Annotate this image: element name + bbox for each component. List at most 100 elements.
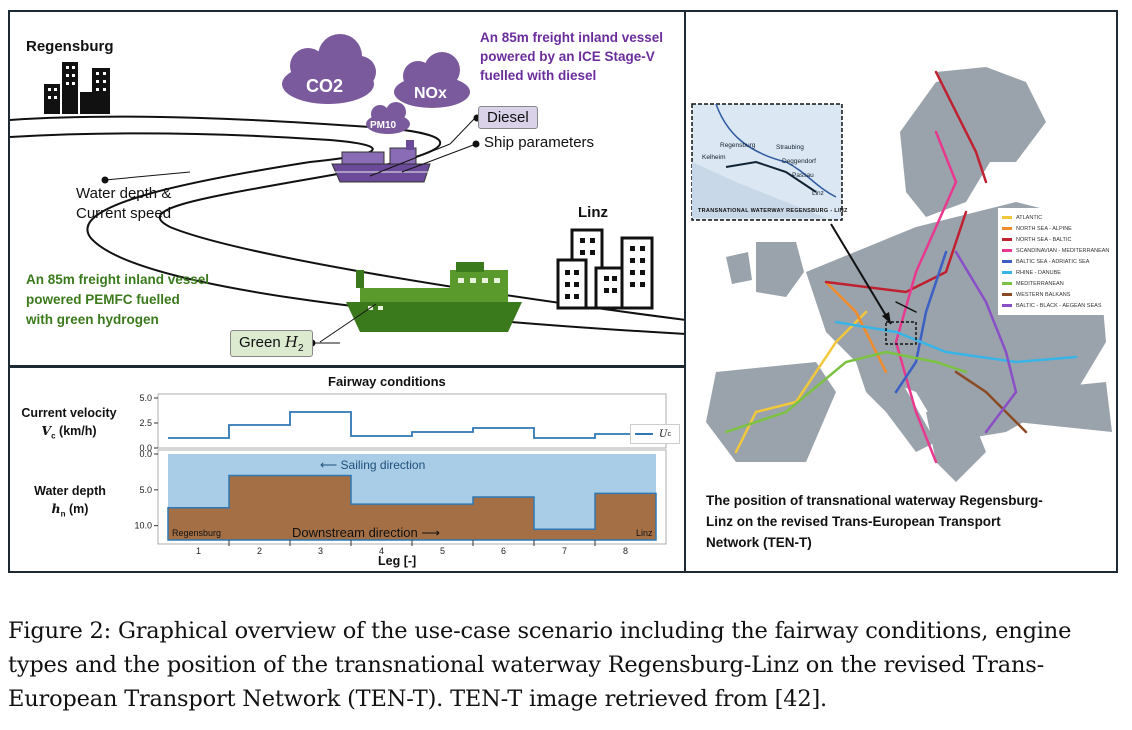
inset-town-label: Straubing (776, 144, 804, 151)
inset-town-label: Regensburg (720, 142, 756, 149)
legend-label: NORTH SEA - BALTIC (1016, 236, 1072, 243)
tent-caption-line-3: Network (TEN-T) (706, 535, 812, 550)
velocity-label-line-1: Current velocity (21, 406, 117, 420)
leg-tick-label: 3 (318, 546, 323, 556)
linz-label: Linz (578, 204, 608, 221)
fairway-panel: Fairway conditions Current velocity Vc (… (8, 366, 686, 573)
nox-cloud-icon (394, 52, 470, 108)
legend-item: SCANDINAVIAN - MEDITERRANEAN (1002, 245, 1114, 256)
legend-label: BALTIC - BLACK - AEGEAN SEAS (1016, 302, 1102, 309)
corridor-legend: ATLANTIC NORTH SEA - ALPINE NORTH SEA - BA… (998, 208, 1116, 315)
scenario-drawing: CO2 NOx PM10 (10, 34, 684, 347)
legend-item: WESTERN BALKANS (1002, 289, 1114, 300)
linz-windows (565, 238, 645, 299)
diesel-desc-line-2: powered by an ICE Stage-V (480, 49, 655, 64)
velocity-tick-label: 5.0 (139, 393, 152, 403)
green-h2-subscript: 2 (297, 343, 304, 354)
scenario-panel: CO2 NOx PM10 Regensburg Linz An 85m frei… (8, 10, 686, 367)
inset-pointer-line (830, 223, 892, 325)
river-bank-top (10, 115, 684, 321)
leg-tick-label: 2 (257, 546, 262, 556)
waterway-highlight (885, 321, 917, 345)
water-depth-current-label: Water depth & Current speed (76, 184, 171, 224)
green-h2-prefix: Green (239, 334, 285, 351)
legend-symbol: U (659, 428, 668, 440)
depth-tick-label: 10.0 (134, 521, 152, 531)
river-bed-area (167, 474, 657, 541)
h2-desc-line-1: An 85m freight inland vessel (26, 272, 210, 287)
leg-tick-label: 8 (623, 546, 628, 556)
inset-town-label: Passau (792, 172, 814, 179)
leg-tick-label: 5 (440, 546, 445, 556)
depth-label-line-1: Water depth (34, 484, 106, 498)
diesel-desc-line-1: An 85m freight inland vessel (480, 30, 664, 45)
leg-tick-label: 1 (196, 546, 201, 556)
sailing-direction-text: Sailing direction (340, 458, 426, 472)
legend-item: NORTH SEA - ALPINE (1002, 223, 1114, 234)
nox-label: NOx (414, 85, 447, 102)
velocity-axis-label: Current velocity Vc (km/h) (14, 404, 124, 446)
legend-item: BALTIC SEA - ADRIATIC SEA (1002, 256, 1114, 267)
legend-color-swatch (1002, 293, 1012, 296)
inset-town-label: Linz (812, 190, 824, 197)
legend-label: WESTERN BALKANS (1016, 291, 1071, 298)
depth-tick-label: 5.0 (139, 485, 152, 495)
tent-caption-line-1: The position of transnational waterway R… (706, 493, 1043, 508)
depth-unit: (m) (65, 502, 89, 516)
diesel-desc-line-3: fuelled with diesel (480, 68, 597, 83)
depth-axis-label: Water depth hn (m) (20, 482, 120, 524)
legend-label: ATLANTIC (1016, 214, 1043, 221)
tent-caption-line-2: Linz on the revised Trans-European Trans… (706, 514, 1001, 529)
depth-symbol: h (51, 501, 61, 516)
leg-tick-label: 4 (379, 546, 384, 556)
legend-color-swatch (1002, 304, 1012, 307)
legend-item: NORTH SEA - BALTIC (1002, 234, 1114, 245)
river-bank-bottom (10, 132, 684, 335)
ship-parameters-label: Ship parameters (484, 134, 595, 151)
legend-label: NORTH SEA - ALPINE (1016, 225, 1072, 232)
depth-label-line-2: hn (m) (20, 500, 120, 524)
velocity-symbol: V (41, 423, 52, 438)
legend-color-swatch (1002, 260, 1012, 263)
legend-label: BALTIC SEA - ADRIATIC SEA (1016, 258, 1090, 265)
legend-color-swatch (1002, 216, 1012, 219)
legend-label: RHINE - DANUBE (1016, 269, 1061, 276)
pm10-cloud-icon (366, 102, 410, 134)
velocity-tick-label: 2.5 (139, 418, 152, 428)
depth-subscript: n (60, 509, 66, 519)
legend-color-swatch (1002, 271, 1012, 274)
tent-caption: The position of transnational waterway R… (706, 490, 1043, 553)
green-h2-label: Green H2 (230, 330, 313, 357)
corridor-lines (724, 70, 1078, 464)
legend-color-swatch (1002, 227, 1012, 230)
green-h2-symbol: H (284, 333, 298, 351)
water-depth-line-1: Water depth & (76, 185, 172, 202)
inset-map (691, 103, 843, 221)
inset-town-label: Kelheim (702, 154, 726, 161)
inset-caption: TRANSNATIONAL WATERWAY REGENSBURG - LINZ (698, 208, 848, 214)
linz-chart-label: Linz (636, 528, 653, 538)
diesel-vessel-icon (331, 140, 431, 183)
regensburg-label: Regensburg (26, 38, 114, 55)
velocity-plot-frame (157, 393, 667, 449)
downstream-direction-label: Downstream direction ⟶ (292, 525, 440, 540)
velocity-tick-label: 0.0 (139, 443, 152, 453)
linz-building-icon (556, 228, 654, 310)
velocity-label-line-2: Vc (km/h) (14, 422, 124, 446)
downstream-direction-text: Downstream direction (292, 525, 418, 540)
sailing-direction-label: ⟵ Sailing direction (320, 458, 426, 472)
regensburg-chart-label: Regensburg (172, 528, 222, 538)
legend-subscript: c (667, 430, 671, 438)
depth-tick-label: 0.0 (139, 449, 152, 459)
legend-color-swatch (1002, 238, 1012, 241)
legend-item: ATLANTIC (1002, 212, 1114, 223)
leg-tick-label: 6 (501, 546, 506, 556)
diesel-label: Diesel (478, 106, 538, 129)
water-depth-line-2: Current speed (76, 205, 172, 222)
co2-cloud-icon (282, 34, 376, 104)
legend-color-swatch (1002, 282, 1012, 285)
fairway-title: Fairway conditions (328, 374, 446, 389)
